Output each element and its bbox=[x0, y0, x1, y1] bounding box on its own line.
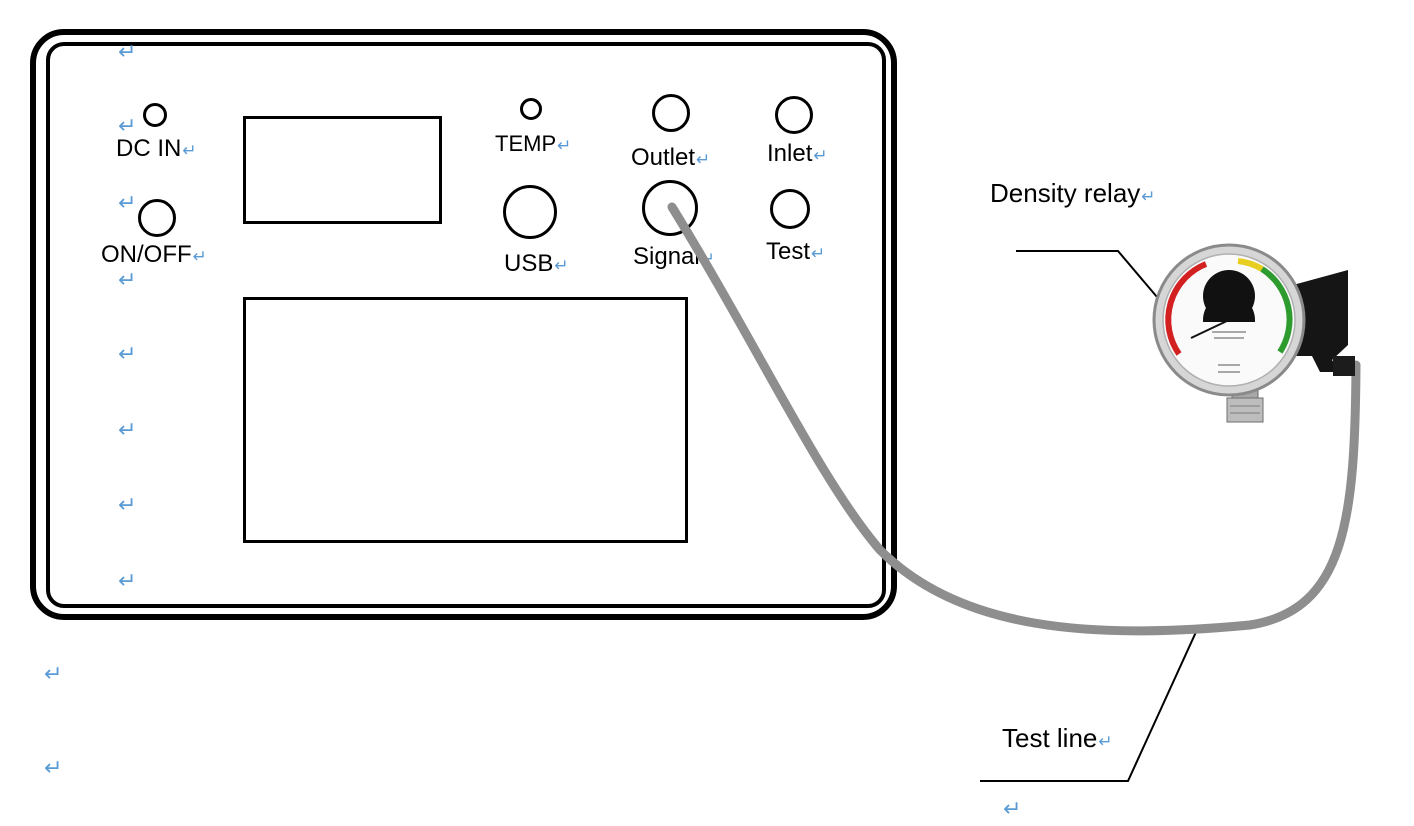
paragraph-return-icon: ↵ bbox=[1098, 732, 1113, 752]
paragraph-return-icon: ↵ bbox=[557, 136, 572, 156]
test-label: Test↵ bbox=[766, 238, 826, 265]
density-relay-label: Density relay↵ bbox=[990, 178, 1156, 208]
paragraph-return-icon: ↵ bbox=[554, 256, 569, 276]
outlet-label: Outlet↵ bbox=[631, 144, 711, 171]
paragraph-return-icon: ↵ bbox=[118, 569, 137, 594]
paragraph-return-icon: ↵ bbox=[811, 244, 826, 264]
paragraph-return-icon: ↵ bbox=[118, 114, 137, 139]
gauge-fitting bbox=[1226, 397, 1264, 423]
gauge-yellow-zone bbox=[1237, 258, 1264, 272]
paragraph-return-icon: ↵ bbox=[192, 247, 207, 267]
paragraph-return-icon: ↵ bbox=[118, 418, 137, 443]
paragraph-return-icon: ↵ bbox=[1141, 187, 1156, 207]
gauge-green-zone bbox=[1260, 266, 1293, 354]
temp-port[interactable] bbox=[520, 98, 542, 120]
paragraph-return-icon: ↵ bbox=[118, 40, 137, 65]
paragraph-return-icon: ↵ bbox=[44, 756, 63, 781]
paragraph-return-icon: ↵ bbox=[118, 191, 137, 216]
small-display-screen bbox=[243, 116, 442, 224]
usb-port[interactable] bbox=[503, 185, 557, 239]
temp-label: TEMP↵ bbox=[495, 131, 572, 156]
test-line-cable bbox=[667, 202, 1361, 636]
gauge-red-zone bbox=[1165, 261, 1208, 356]
on-off-switch[interactable] bbox=[138, 199, 176, 237]
gauge-connector bbox=[1293, 270, 1348, 372]
device-panel-inner-border bbox=[46, 42, 886, 608]
paragraph-return-icon: ↵ bbox=[696, 150, 711, 170]
device-panel-outer-border bbox=[30, 29, 897, 620]
paragraph-return-icon: ↵ bbox=[118, 342, 137, 367]
gauge-needle bbox=[1190, 319, 1230, 339]
gauge-connector-cap bbox=[1333, 356, 1355, 376]
density-relay-gauge bbox=[1152, 243, 1355, 423]
dc-in-label: DC IN↵ bbox=[116, 135, 197, 162]
test-line-leader-line bbox=[980, 631, 1197, 782]
inlet-label: Inlet↵ bbox=[767, 140, 828, 167]
outlet-port[interactable] bbox=[652, 94, 690, 132]
paragraph-return-icon: ↵ bbox=[813, 146, 828, 166]
dc-in-port[interactable] bbox=[143, 103, 167, 127]
paragraph-return-icon: ↵ bbox=[1003, 797, 1022, 822]
test-port[interactable] bbox=[770, 189, 810, 229]
paragraph-return-icon: ↵ bbox=[118, 268, 137, 293]
main-display-screen bbox=[243, 297, 688, 543]
on-off-label: ON/OFF↵ bbox=[101, 241, 207, 268]
usb-label: USB↵ bbox=[504, 250, 569, 277]
test-line-label: Test line↵ bbox=[1002, 723, 1113, 753]
paragraph-return-icon: ↵ bbox=[118, 493, 137, 518]
inlet-port[interactable] bbox=[775, 96, 813, 134]
paragraph-return-icon: ↵ bbox=[182, 141, 197, 161]
paragraph-return-icon: ↵ bbox=[44, 662, 63, 687]
